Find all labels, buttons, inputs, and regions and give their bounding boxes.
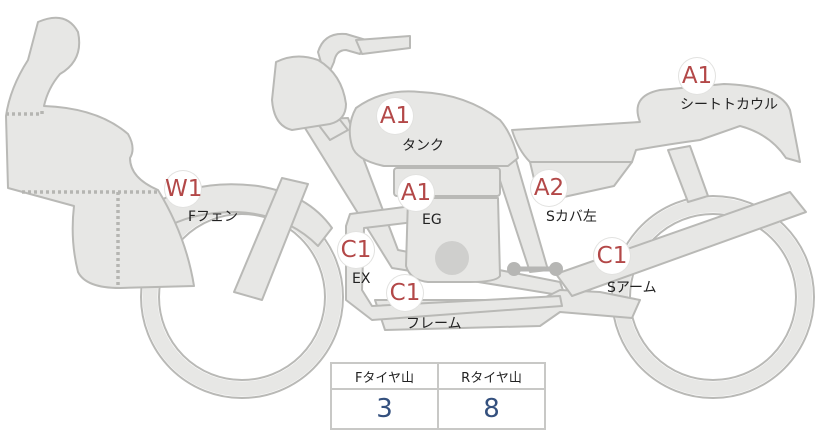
- front-tread-header: Fタイヤ山: [330, 362, 439, 390]
- tire-tread-table: Fタイヤ山 Rタイヤ山 3 8: [330, 362, 546, 430]
- tread-header-row: Fタイヤ山 Rタイヤ山: [330, 362, 546, 390]
- headlight: [271, 55, 347, 131]
- tread-value-row: 3 8: [330, 388, 546, 430]
- part-label-tank: タンク: [402, 138, 444, 154]
- part-label-swing-arm: Sアーム: [607, 280, 657, 296]
- grade-badge-tank: A1: [377, 98, 413, 134]
- grade-badge-seat-cowl: A1: [679, 58, 715, 94]
- part-label-frame: フレーム: [406, 316, 462, 332]
- rear-tread-value: 8: [437, 388, 546, 430]
- grade-badge-side-cover: A2: [531, 170, 567, 206]
- rear-tread-header: Rタイヤ山: [437, 362, 546, 390]
- grade-badge-frame: C1: [387, 275, 423, 311]
- grade-badge-engine: A1: [398, 175, 434, 211]
- grade-badge-exhaust: C1: [338, 232, 374, 268]
- part-label-front-fender: Fフェン: [188, 209, 239, 225]
- part-label-seat-cowl: シートトカウル: [680, 97, 778, 113]
- part-label-engine: EG: [422, 212, 442, 228]
- grade-badge-swing-arm: C1: [594, 238, 630, 274]
- front-tread-value: 3: [330, 388, 439, 430]
- part-label-side-cover: Sカバ左: [546, 209, 597, 225]
- engine-block: [393, 167, 501, 283]
- part-label-exhaust: EX: [352, 271, 371, 287]
- pivot-bolt: [507, 262, 563, 276]
- grade-badge-front-fender: W1: [165, 171, 202, 207]
- fairing: [5, 16, 195, 289]
